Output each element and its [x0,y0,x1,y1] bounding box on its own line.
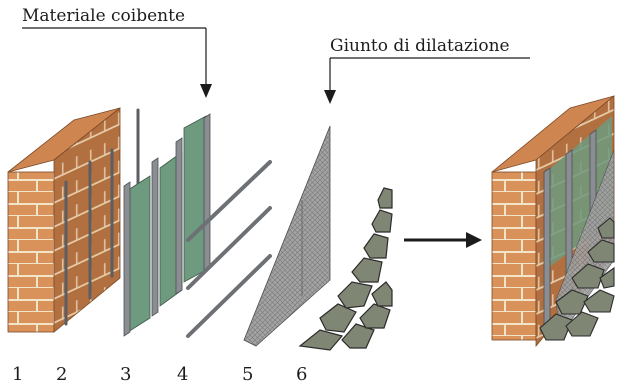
mesh-layer [243,125,331,347]
assembled-wall [491,95,615,348]
profile-insulation-layer [123,113,272,338]
layer-number-5: 5 [242,364,254,385]
joint-callout [324,57,530,104]
insulation-label: Materiale coibente [22,6,186,26]
stone-cladding-layer [298,187,393,351]
layer-number-2: 2 [56,364,68,385]
layer-number-6: 6 [296,364,308,385]
arrow-right-icon [404,232,482,248]
insulation-callout [22,27,212,98]
expansion-joint-label: Giunto di dilatazione [330,36,510,56]
brick-wall-layer [7,107,121,333]
layer-number-1: 1 [12,364,24,385]
layer-number-4: 4 [177,364,189,385]
layer-number-3: 3 [120,364,132,385]
